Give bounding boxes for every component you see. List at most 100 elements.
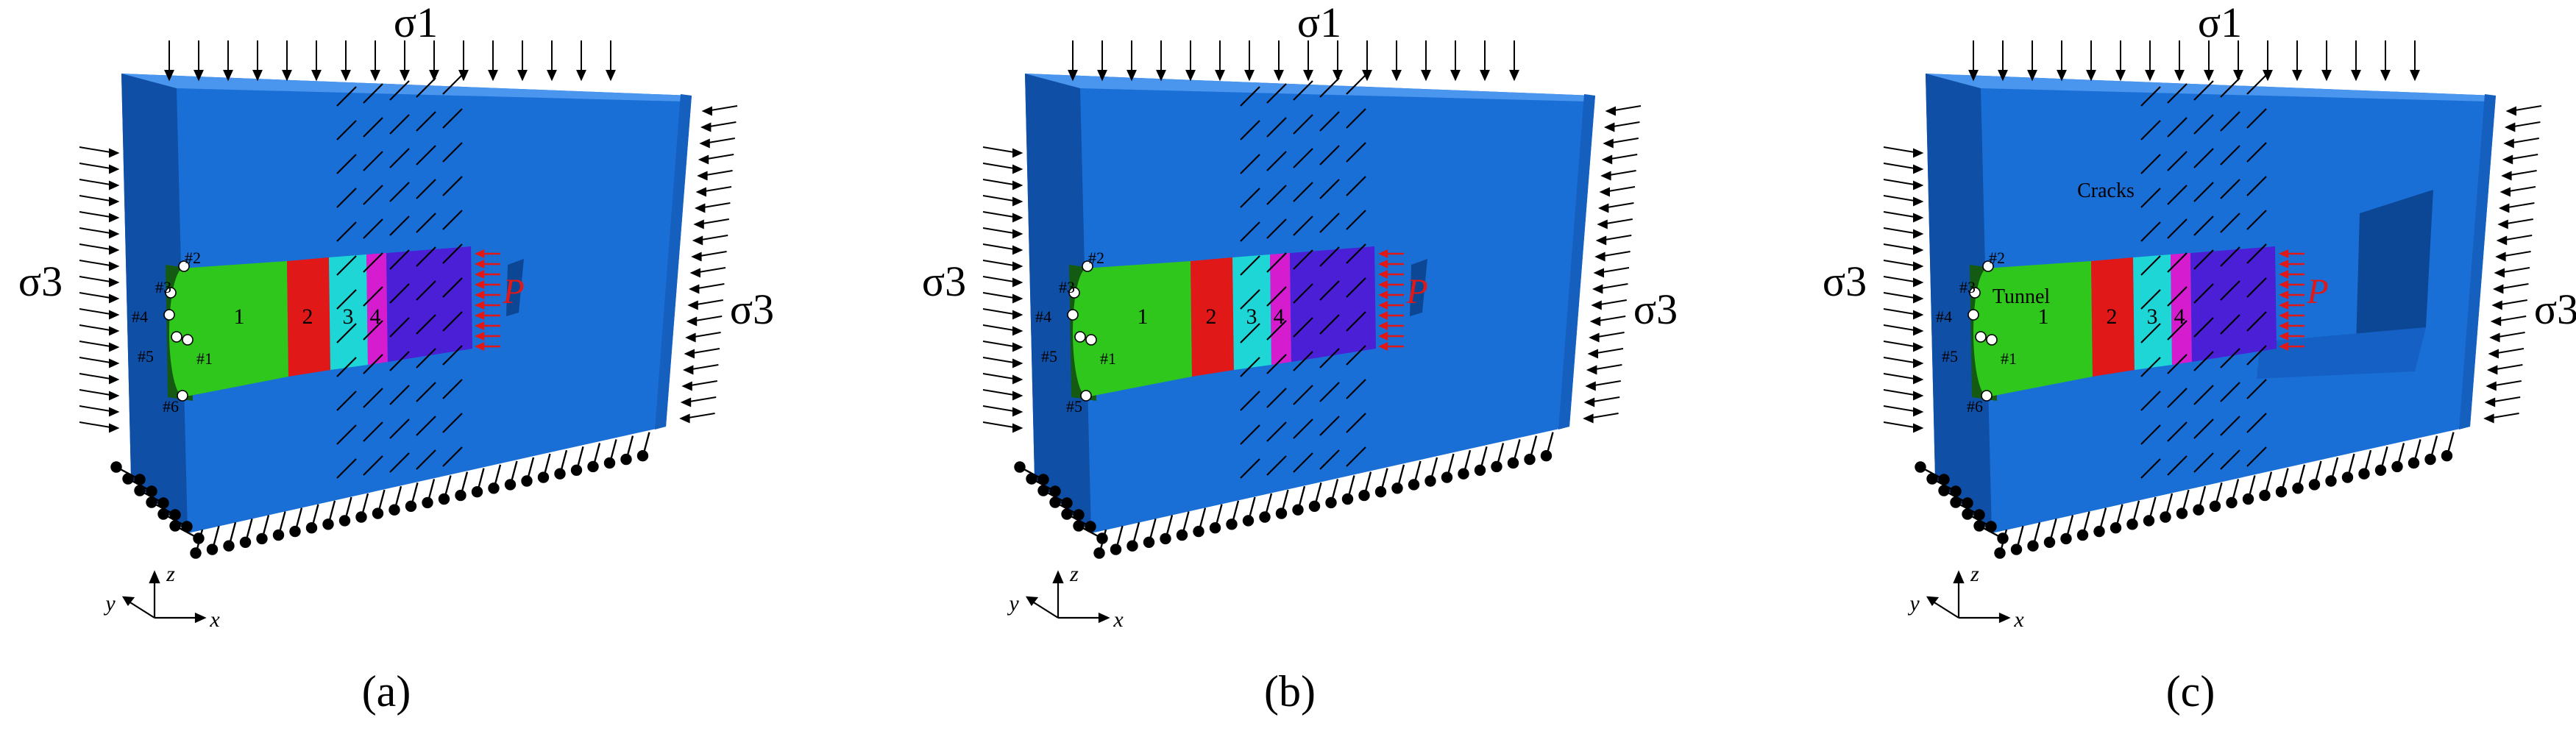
top-arrow-head bbox=[1303, 70, 1313, 82]
monitor-point-4 bbox=[1968, 309, 1979, 321]
support-roller bbox=[1209, 522, 1221, 534]
pressure-arrow-head bbox=[474, 311, 485, 320]
left-arrow-head bbox=[1913, 326, 1924, 336]
crack-dash bbox=[363, 286, 383, 307]
support-roller bbox=[1308, 500, 1321, 512]
top-arrow-head bbox=[458, 70, 469, 82]
crack-dash bbox=[1293, 80, 1313, 101]
left-arrow-shaft bbox=[982, 324, 1015, 331]
crack-dash bbox=[1266, 117, 1287, 138]
support-roller bbox=[2424, 453, 2436, 466]
right-arrow-head bbox=[686, 316, 698, 327]
crack-dash bbox=[1319, 213, 1340, 233]
right-arrow-head bbox=[687, 300, 698, 310]
monitor-point-3 bbox=[1969, 287, 1981, 299]
left-arrow-head bbox=[1012, 391, 1023, 401]
crack-dash bbox=[2140, 221, 2161, 242]
crack-dash bbox=[363, 218, 383, 239]
crack-dash bbox=[2220, 314, 2240, 335]
crack-dash bbox=[1293, 114, 1313, 135]
right-arrow-head bbox=[1586, 365, 1597, 375]
support-roller bbox=[570, 464, 583, 476]
left-arrow-head bbox=[109, 196, 120, 207]
crack-dash bbox=[1266, 218, 1287, 239]
top-arrow-head bbox=[429, 70, 439, 82]
crack-dash bbox=[336, 120, 357, 140]
top-arrow-head bbox=[1068, 70, 1078, 82]
left-arrow-shaft bbox=[79, 357, 111, 363]
right-arrow-head bbox=[701, 106, 712, 116]
axis-y-label: y bbox=[103, 591, 116, 616]
crack-dash bbox=[2140, 424, 2161, 445]
top-arrow-head bbox=[2086, 70, 2096, 82]
top-arrow-head bbox=[1480, 70, 1490, 82]
tunnel-segment-4 bbox=[366, 253, 388, 365]
crack-dash bbox=[389, 418, 410, 439]
support-roller bbox=[2408, 457, 2420, 469]
crack-dash bbox=[2246, 379, 2267, 399]
crack-dash bbox=[389, 249, 410, 270]
right-arrow-shaft bbox=[1597, 332, 1625, 338]
segment-label-2: 2 bbox=[2107, 304, 2118, 329]
pressure-arrow-head bbox=[474, 291, 485, 299]
crack-dash bbox=[2167, 354, 2188, 374]
tunnel-segment-2 bbox=[287, 257, 330, 377]
crack-dash bbox=[416, 246, 436, 267]
right-arrow-shaft bbox=[1605, 218, 1633, 224]
support-roller bbox=[422, 496, 433, 509]
monitor-label-2: #2 bbox=[185, 249, 201, 267]
crack-lines bbox=[1240, 74, 1366, 479]
crack-dash bbox=[442, 176, 463, 196]
right-arrow-shaft bbox=[1609, 170, 1636, 176]
right-arrow-shaft bbox=[2492, 413, 2519, 418]
right-arrow-head bbox=[1592, 284, 1603, 294]
crack-dash bbox=[363, 421, 383, 442]
axis-y-head bbox=[121, 596, 135, 606]
side-support-roller-a bbox=[1061, 508, 1073, 520]
monitor-label-4: #4 bbox=[1936, 307, 1952, 326]
left-arrow-shaft bbox=[79, 146, 111, 153]
right-arrow-shaft bbox=[690, 380, 717, 386]
monitor-point-2 bbox=[178, 260, 190, 272]
support-roller bbox=[636, 450, 649, 462]
top-arrow-head bbox=[282, 70, 292, 82]
left-arrow-head bbox=[1012, 374, 1023, 385]
left-arrow-shaft bbox=[982, 163, 1015, 169]
top-stress-arrows bbox=[1068, 40, 1519, 82]
left-arrow-shaft bbox=[982, 146, 1015, 153]
support-roller bbox=[2275, 486, 2288, 498]
block-left-side bbox=[1025, 74, 1091, 533]
tunnel-segment-2 bbox=[1191, 257, 1234, 377]
crack-dash bbox=[2193, 385, 2214, 405]
left-arrow-shaft bbox=[982, 357, 1015, 363]
cracks-label: Cracks bbox=[2077, 179, 2135, 202]
left-arrow-head bbox=[1913, 164, 1924, 174]
left-arrow-shaft bbox=[1883, 243, 1915, 250]
side-support-roller-a bbox=[1049, 496, 1061, 508]
crack-dash bbox=[363, 117, 383, 138]
left-arrow-shaft bbox=[982, 276, 1015, 282]
right-stress-arrows bbox=[2483, 105, 2542, 424]
axis-y-head bbox=[1025, 596, 1039, 606]
crack-dash bbox=[363, 252, 383, 273]
axis-z-head bbox=[1953, 570, 1965, 584]
support-roller bbox=[2209, 500, 2221, 512]
axis-x-head bbox=[194, 612, 207, 624]
panel-caption: (a) bbox=[362, 667, 411, 716]
top-arrow-head bbox=[517, 70, 528, 82]
monitor-label-4: #4 bbox=[1035, 307, 1051, 326]
right-stress-arrows bbox=[1583, 105, 1642, 424]
pressure-arrow-head bbox=[1377, 249, 1388, 258]
axis-y-head bbox=[1926, 596, 1940, 606]
crack-dash bbox=[2246, 311, 2267, 332]
crack-dash bbox=[2167, 117, 2188, 138]
pressure-arrows bbox=[2278, 249, 2304, 351]
right-arrow-shaft bbox=[709, 121, 737, 127]
right-arrow-head bbox=[2483, 413, 2494, 424]
right-arrow-head bbox=[1605, 106, 1616, 116]
pressure-arrow-head bbox=[2278, 342, 2289, 351]
left-arrow-shaft bbox=[1883, 389, 1915, 396]
crack-dash bbox=[1240, 120, 1260, 140]
crack-dash bbox=[389, 215, 410, 236]
